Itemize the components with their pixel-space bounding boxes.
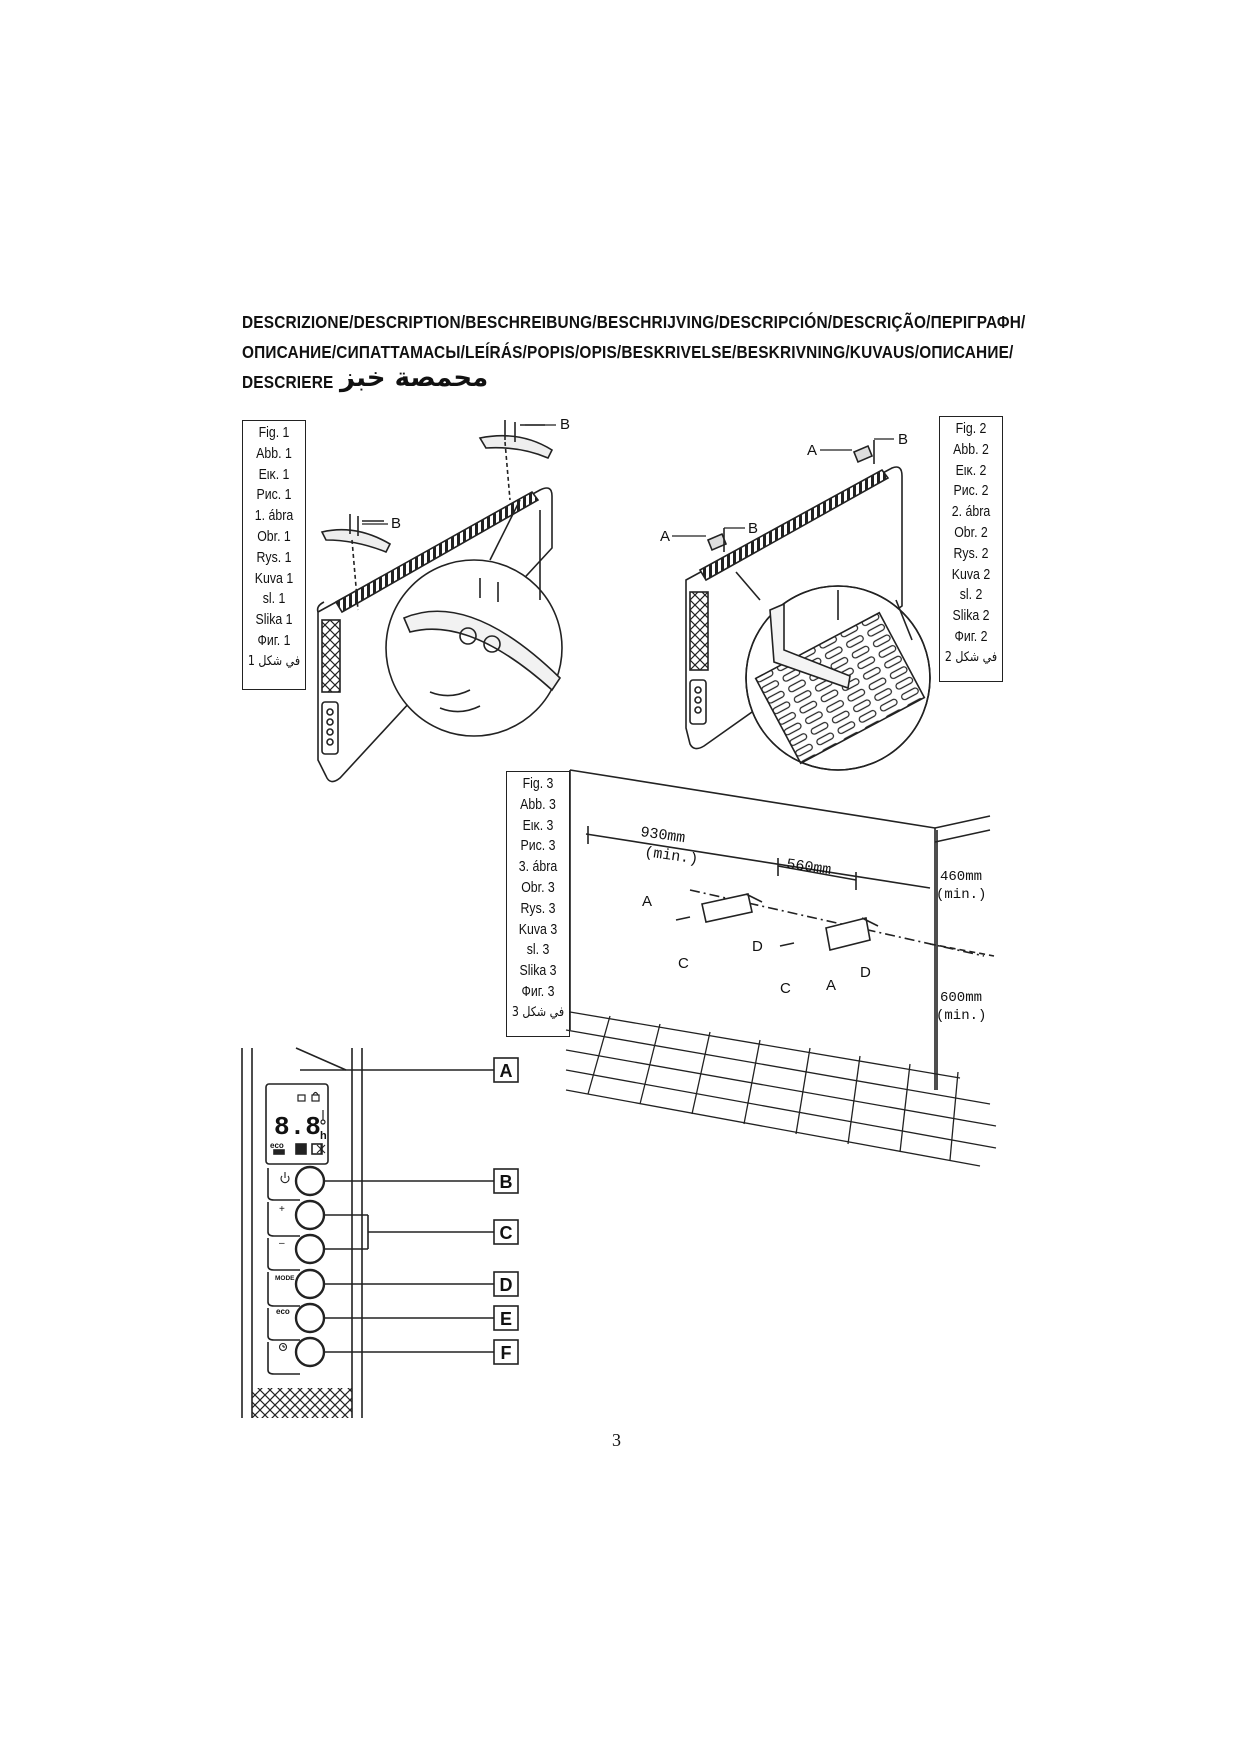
- callout-e: E: [500, 1309, 512, 1329]
- fig1-caption-line: Rys. 1: [256, 549, 292, 566]
- fig1-caption-line: Obr. 1: [257, 528, 291, 545]
- fig3-caption-line: Рис. 3: [520, 838, 556, 855]
- callout-c: C: [500, 1223, 513, 1243]
- fig1-caption-line: Slika 1: [255, 612, 293, 629]
- callout-f: F: [501, 1343, 512, 1363]
- mode-label: MODE: [275, 1275, 295, 1282]
- fig2-caption-arabic: في شكل 2: [944, 649, 998, 665]
- fig3-caption-line: 3. ábra: [518, 859, 558, 876]
- heading-arabic: محمصة خبز: [340, 363, 489, 393]
- fig2-caption-box: Fig. 2 Abb. 2 Εικ. 2 Рис. 2 2. ábra Obr.…: [939, 416, 1003, 682]
- timer-icon: [278, 1342, 288, 1352]
- window-icon: [297, 1094, 306, 1102]
- callout-box-e: [493, 1305, 519, 1331]
- fig1-caption-line: Εικ. 1: [258, 466, 290, 483]
- callout-d: D: [500, 1275, 513, 1295]
- fig2-caption-line: Εικ. 2: [955, 462, 987, 479]
- page-number: 3: [612, 1430, 621, 1450]
- fig3-dim-600: 600mm: [940, 990, 982, 1006]
- fig2-caption-line: Kuva 2: [951, 566, 991, 583]
- callout-a: A: [500, 1061, 513, 1081]
- panel-eco-indicator: eco: [270, 1141, 284, 1150]
- lock-icon: [311, 1091, 320, 1102]
- eco-button-label: eco: [276, 1307, 290, 1316]
- fig3-caption-line: Abb. 3: [520, 796, 556, 813]
- fig2-label-b-left: B: [748, 520, 758, 537]
- fig3-dim-460: 460mm: [940, 869, 982, 885]
- heading-line-1: DESCRIZIONE/DESCRIPTION/BESCHREIBUNG/BES…: [242, 312, 1026, 332]
- fig3-caption-arabic: في شكل 3: [511, 1004, 565, 1020]
- fig3-caption-line: sl. 3: [526, 942, 550, 959]
- fig3-label-d1: D: [752, 938, 763, 955]
- fig2-label-b-top: B: [898, 431, 908, 448]
- fig1-caption-line: sl. 1: [262, 591, 286, 608]
- fig3-label-d2: D: [860, 964, 871, 981]
- fig3-caption-line: Rys. 3: [520, 900, 556, 917]
- callout-b: B: [500, 1172, 513, 1192]
- fig2-caption-line: 2. ábra: [951, 504, 991, 521]
- fig1-caption-line: Fig. 1: [258, 425, 290, 441]
- fig3-caption-line: Slika 3: [519, 963, 557, 980]
- fig1-caption-line: Abb. 1: [256, 445, 292, 462]
- control-panel-drawing: [241, 1047, 494, 1418]
- fig3-caption-line: Εικ. 3: [522, 817, 554, 834]
- callout-box-c: [493, 1219, 519, 1245]
- fig3-wall-drawing: [565, 769, 997, 1167]
- fig3-caption-line: Kuva 3: [518, 921, 558, 938]
- thermometer-icon: [320, 1110, 326, 1125]
- fig3-label-c2: C: [780, 980, 791, 997]
- fig1-caption-line: 1. ábra: [254, 508, 294, 525]
- fig2-label-a-left: A: [660, 528, 670, 545]
- fig3-dim-460-min: (min.): [936, 887, 986, 903]
- fig3-caption-box: Fig. 3 Abb. 3 Εικ. 3 Рис. 3 3. ábra Obr.…: [506, 771, 570, 1037]
- fig1-caption-arabic: في شكل 1: [247, 653, 301, 669]
- fig2-caption-line: Obr. 2: [954, 524, 988, 541]
- callout-box-f: [493, 1339, 519, 1365]
- fig2-caption-line: Fig. 2: [955, 421, 987, 437]
- fig2-label-a-top: A: [807, 442, 817, 459]
- callout-box-d: [493, 1271, 519, 1297]
- fig3-dim-930-min: (min.): [643, 844, 699, 868]
- fig2-caption-line: Abb. 2: [953, 441, 989, 458]
- fig2-caption-line: Rys. 2: [953, 545, 989, 562]
- fig3-caption-line: Obr. 3: [521, 879, 555, 896]
- fig1-caption-box: Fig. 1 Abb. 1 Εικ. 1 Рис. 1 1. ábra Obr.…: [242, 420, 306, 690]
- heading-line-2: ОПИСАНИЕ/СИПАТТАМАСЫ/LEÍRÁS/POPIS/OPIS/B…: [242, 342, 1014, 362]
- fig3-dim-600-min: (min.): [936, 1008, 986, 1024]
- fig2-caption-line: Рис. 2: [953, 483, 989, 500]
- fig3-dim-560: 560mm: [785, 856, 832, 879]
- fig1-caption-line: Kuva 1: [254, 570, 294, 587]
- fig1-label-b-top: B: [560, 416, 570, 433]
- snowflake-icon: [316, 1144, 326, 1154]
- callout-box-b: [493, 1168, 519, 1194]
- plus-label: +: [279, 1204, 285, 1215]
- fig1-caption-line: Фиг. 1: [257, 632, 291, 649]
- fig2-caption-line: Slika 2: [952, 608, 990, 625]
- callout-box-a: [493, 1057, 519, 1083]
- fig2-caption-line: sl. 2: [959, 587, 983, 604]
- fig1-label-b-left: B: [391, 515, 401, 532]
- fig3-caption-line: Фиг. 3: [521, 983, 555, 1000]
- fig1-caption-line: Рис. 1: [256, 487, 292, 504]
- panel-display-digits: 8.8: [274, 1112, 321, 1142]
- fig3-label-a1: A: [642, 893, 652, 910]
- heading-line-3: DESCRIERE: [242, 372, 334, 392]
- fig3-label-a2: A: [826, 977, 836, 994]
- fig3-label-c1: C: [678, 955, 689, 972]
- power-icon: [280, 1172, 290, 1184]
- fig3-caption-line: Fig. 3: [522, 776, 554, 792]
- fig3-dim-930: 930mm: [639, 824, 686, 847]
- fig2-caption-line: Фиг. 2: [954, 628, 988, 645]
- panel-h-indicator: h: [320, 1130, 327, 1142]
- fig2-heater-drawing: [685, 440, 931, 771]
- fig1-heater-drawing: [316, 420, 563, 783]
- minus-label: –: [279, 1238, 285, 1249]
